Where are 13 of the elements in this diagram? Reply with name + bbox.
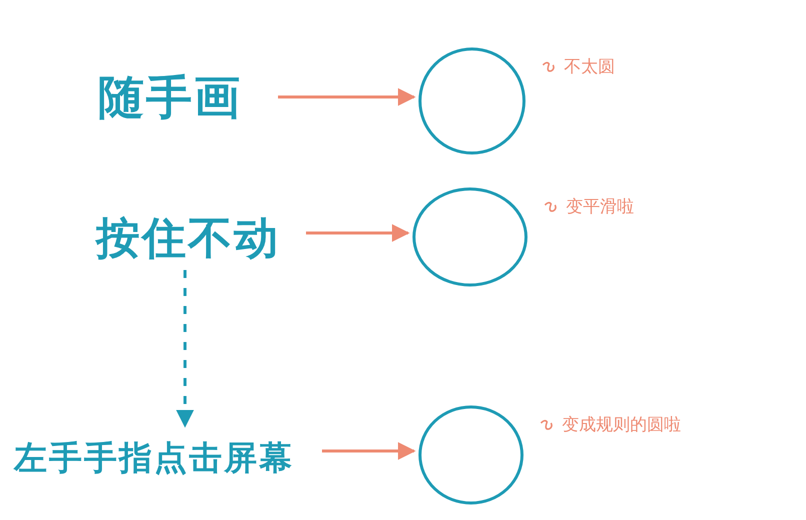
note-text: 变平滑啦 [566, 196, 634, 218]
arrow [322, 442, 416, 460]
note-text: 变成规则的圆啦 [562, 414, 681, 436]
drawn-circle [418, 405, 524, 505]
drawn-circle [418, 47, 526, 155]
note-text: 不太圆 [564, 56, 615, 78]
arrow [176, 270, 194, 428]
arrow [278, 88, 416, 106]
handwritten-label: 左手手指点击屏幕 [4, 428, 304, 488]
handwritten-label: 随手画 [80, 68, 260, 128]
handwritten-label: 按住不动 [88, 208, 288, 268]
drawn-circle [412, 187, 528, 287]
arrow [306, 224, 410, 242]
